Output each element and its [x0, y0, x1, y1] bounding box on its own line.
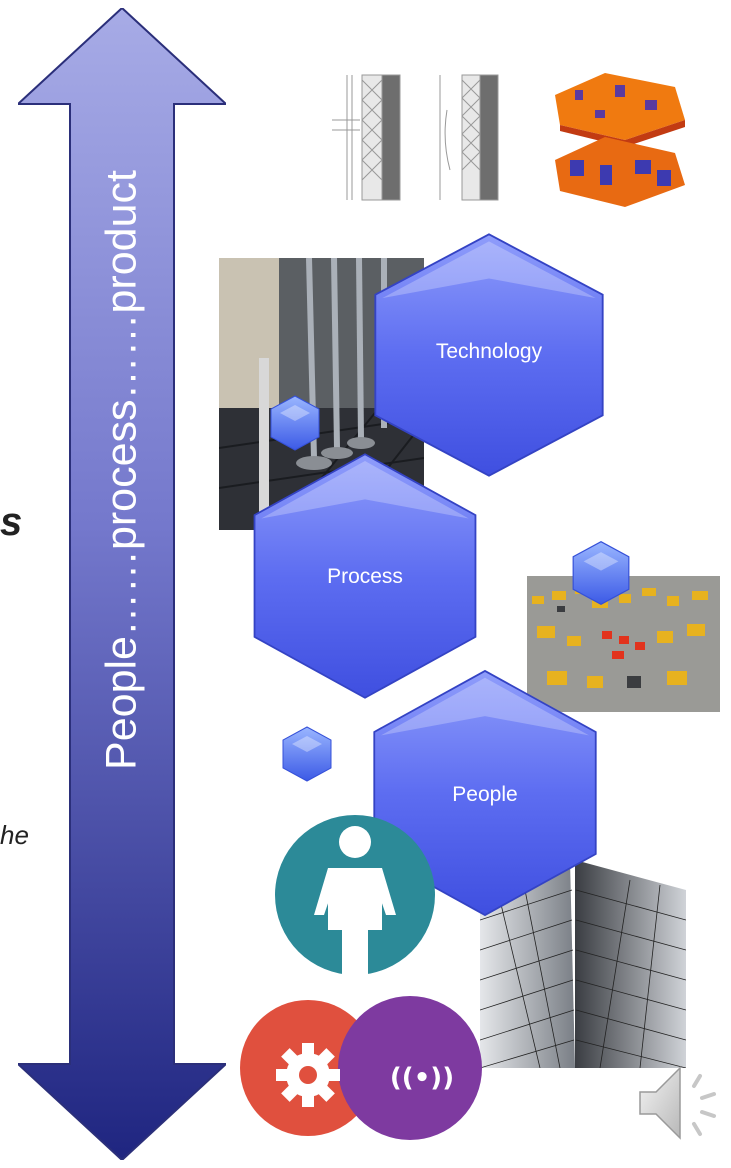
speaker-icon[interactable]	[636, 1058, 720, 1148]
hexagon-people: People	[372, 668, 598, 918]
double-headed-arrow	[18, 8, 226, 1160]
cut-off-text-fragment: s	[0, 500, 23, 544]
hexagon-label-technology: Technology	[435, 340, 543, 363]
gear-icon	[276, 1043, 340, 1107]
3d-building-energy-model	[545, 65, 695, 215]
cut-off-text-fragment-2: he	[0, 820, 29, 850]
hexagon-technology: Technology	[373, 232, 605, 478]
person-icon	[314, 826, 396, 985]
hexagon-label-people: People	[452, 783, 518, 806]
small-hexagon-decoration	[572, 541, 630, 605]
hexagon-label-process: Process	[327, 565, 403, 588]
architectural-section-drawings	[322, 70, 532, 210]
skyscraper-facade-photo	[480, 860, 686, 1068]
wireless-signal-icon: ((•))	[390, 1063, 454, 1093]
hexagon-process: Process	[252, 452, 478, 700]
3d-city-model	[527, 576, 720, 712]
small-hexagon-decoration	[282, 726, 332, 782]
venn-circle-signal	[338, 996, 482, 1140]
venn-diagram: ((•))	[240, 815, 482, 1140]
arrow-label: People……process……product	[97, 170, 146, 770]
small-hexagon-decoration	[270, 395, 320, 451]
